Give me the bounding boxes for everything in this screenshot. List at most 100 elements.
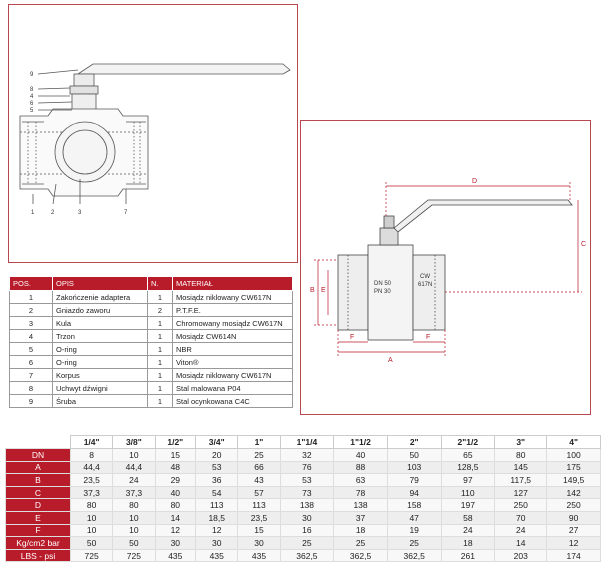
dimensions-cell: 80 bbox=[154, 498, 197, 512]
parts-header-row: POS. OPIS N. MATERIAŁ bbox=[9, 276, 293, 291]
parts-material: NBR bbox=[172, 342, 293, 356]
section-drawing-frame bbox=[8, 4, 298, 263]
dimensions-row-label: A bbox=[5, 460, 71, 475]
dimension-drawing-frame bbox=[300, 120, 591, 415]
callout-4: 4 bbox=[30, 94, 34, 100]
dimensions-size-header: 1/4" bbox=[69, 435, 114, 449]
dimensions-cell: 362,5 bbox=[279, 548, 335, 563]
dimensions-cell: 261 bbox=[440, 548, 496, 563]
dimensions-cell: 145 bbox=[494, 460, 548, 475]
dim-label-e: E bbox=[321, 287, 326, 294]
dimensions-cell: 113 bbox=[237, 498, 281, 512]
dimensions-row-label: F bbox=[5, 523, 71, 538]
dimensions-cell: 27 bbox=[546, 523, 601, 538]
dimensions-size-header: 2"1/2 bbox=[440, 435, 496, 449]
dimensions-cell: 37 bbox=[333, 510, 388, 525]
dimensions-cell: 30 bbox=[279, 510, 335, 525]
dimensions-cell: 80 bbox=[69, 498, 114, 512]
dimensions-row-label: LBS - psi bbox=[5, 548, 71, 563]
dimensions-cell: 14 bbox=[154, 510, 197, 525]
parts-pos: 2 bbox=[9, 303, 53, 317]
dimensions-cell: 44,4 bbox=[69, 460, 114, 475]
dimensions-cell: 128,5 bbox=[440, 460, 496, 475]
dimensions-size-header: 3/4" bbox=[195, 435, 239, 449]
parts-pos: 7 bbox=[9, 368, 53, 382]
dimensions-cell: 24 bbox=[440, 523, 496, 538]
parts-pos: 3 bbox=[9, 316, 53, 330]
body-mark-617n: 617N bbox=[418, 282, 432, 288]
dimensions-cell: 725 bbox=[69, 548, 114, 563]
dimensions-row-label: DN bbox=[5, 448, 71, 462]
parts-material: Mosiądz CW614N bbox=[172, 329, 293, 343]
valve-section-drawing: 9 8 4 6 5 1 2 3 7 bbox=[19, 63, 291, 216]
parts-material: P.T.F.E. bbox=[172, 303, 293, 317]
dimensions-cell: 117,5 bbox=[494, 473, 548, 487]
parts-pos: 1 bbox=[9, 290, 53, 304]
dimensions-header-blank bbox=[5, 435, 71, 449]
dimensions-cell: 362,5 bbox=[386, 548, 442, 563]
dimensions-cell: 24 bbox=[494, 523, 548, 538]
callout-8: 8 bbox=[30, 87, 34, 93]
dim-label-c: C bbox=[581, 241, 586, 248]
dimensions-cell: 57 bbox=[237, 485, 281, 500]
dimensions-cell: 435 bbox=[154, 548, 197, 563]
parts-header-pos: POS. bbox=[9, 276, 53, 291]
dimensions-cell: 197 bbox=[440, 498, 496, 512]
dimensions-size-header: 3/8" bbox=[112, 435, 156, 449]
dimensions-cell: 18,5 bbox=[195, 510, 239, 525]
dim-label-a: A bbox=[388, 357, 393, 364]
body-mark-cw: CW bbox=[420, 274, 430, 280]
dimensions-row-label: C bbox=[5, 485, 71, 500]
callout-7: 7 bbox=[124, 210, 128, 216]
dimensions-cell: 97 bbox=[440, 473, 496, 487]
parts-opis: Zakończenie adaptera bbox=[52, 290, 148, 304]
dimensions-cell: 30 bbox=[195, 536, 239, 550]
dimensions-cell: 37,3 bbox=[112, 485, 156, 500]
dimensions-cell: 14 bbox=[494, 536, 548, 550]
parts-header-opis: OPIS bbox=[52, 276, 148, 291]
parts-n: 1 bbox=[147, 381, 173, 395]
parts-n: 1 bbox=[147, 342, 173, 356]
parts-opis: Uchwyt dźwigni bbox=[52, 381, 148, 395]
dimensions-cell: 23,5 bbox=[237, 510, 281, 525]
parts-opis: Kula bbox=[52, 316, 148, 330]
dimensions-cell: 20 bbox=[195, 448, 239, 462]
parts-n: 1 bbox=[147, 355, 173, 369]
dimensions-cell: 12 bbox=[154, 523, 197, 538]
dimensions-cell: 435 bbox=[195, 548, 239, 563]
callout-6: 6 bbox=[30, 101, 34, 107]
dimensions-cell: 44,4 bbox=[112, 460, 156, 475]
dimensions-cell: 65 bbox=[440, 448, 496, 462]
parts-n: 1 bbox=[147, 329, 173, 343]
dimensions-cell: 53 bbox=[279, 473, 335, 487]
callout-5: 5 bbox=[30, 108, 34, 114]
dimensions-cell: 18 bbox=[333, 523, 388, 538]
dimensions-cell: 50 bbox=[69, 536, 114, 550]
dimensions-size-header: 1" bbox=[237, 435, 281, 449]
dimensions-cell: 58 bbox=[440, 510, 496, 525]
dimensions-cell: 250 bbox=[494, 498, 548, 512]
valve-dimension-drawing: D C B E F F A DN 50 PN 30 CW 617N bbox=[310, 178, 586, 364]
callout-1: 1 bbox=[31, 210, 35, 216]
dimensions-size-header: 2" bbox=[386, 435, 442, 449]
dimensions-cell: 30 bbox=[237, 536, 281, 550]
parts-material: Mosiądz niklowany CW617N bbox=[172, 290, 293, 304]
dimensions-cell: 29 bbox=[154, 473, 197, 487]
dimensions-cell: 24 bbox=[112, 473, 156, 487]
dimensions-cell: 113 bbox=[195, 498, 239, 512]
dimensions-cell: 25 bbox=[279, 536, 335, 550]
dimensions-cell: 15 bbox=[237, 523, 281, 538]
callout-3: 3 bbox=[78, 210, 82, 216]
parts-n: 1 bbox=[147, 290, 173, 304]
dimensions-row-label: B bbox=[5, 473, 71, 487]
body-mark-dn: DN 50 bbox=[374, 281, 392, 287]
dimensions-cell: 78 bbox=[333, 485, 388, 500]
